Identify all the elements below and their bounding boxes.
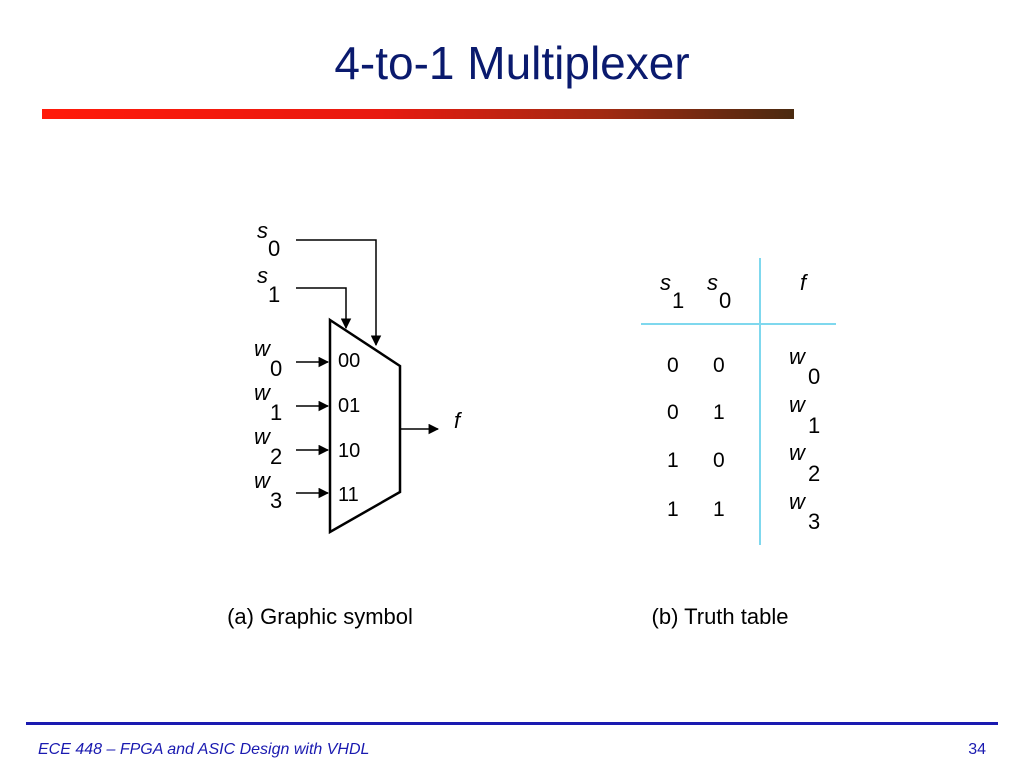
title-underline-bar [42, 109, 794, 119]
truth-table-cell-s1: 0 [667, 354, 679, 377]
select-line-s0 [296, 239, 382, 347]
select-label-s1: s1 [257, 263, 280, 307]
page-number: 34 [968, 741, 986, 758]
input-label-w0: w0 [254, 336, 282, 381]
truth-table-cell-s1: 0 [667, 401, 679, 424]
slide-title: 4-to-1 Multiplexer [334, 37, 690, 89]
input-label-w3: w3 [254, 468, 282, 513]
mux-code-00: 00 [338, 350, 360, 372]
truth-table-cell-s0: 0 [713, 354, 725, 377]
truth-table-cell-s0: 1 [713, 498, 725, 521]
truth-table-cell-f: w1 [789, 392, 820, 438]
truth-table-row: 1 1 w3 [667, 489, 820, 534]
truth-table-header-s0: s0 [707, 270, 731, 313]
truth-table-header-f: f [800, 270, 809, 295]
mux-code-01: 01 [338, 395, 360, 417]
footer-divider [26, 722, 998, 725]
truth-table-cell-f: w3 [789, 489, 820, 534]
mux-code-11: 11 [338, 484, 359, 506]
truth-table-cell-s1: 1 [667, 498, 679, 521]
truth-table-cell-s0: 0 [713, 449, 725, 472]
truth-table-row: 0 1 w1 [667, 392, 820, 438]
mux-code-10: 10 [338, 440, 360, 462]
truth-table-row: 0 0 w0 [667, 344, 820, 389]
footer-course-title: ECE 448 – FPGA and ASIC Design with VHDL [38, 741, 370, 758]
output-label-f: f [454, 408, 463, 433]
select-label-s0: s0 [257, 218, 280, 261]
truth-table-cell-s1: 1 [667, 449, 679, 472]
truth-table-cell-f: w2 [789, 440, 820, 486]
truth-table-row: 1 0 w2 [667, 440, 820, 486]
truth-table-cell-f: w0 [789, 344, 820, 389]
select-line-s1 [296, 287, 352, 330]
caption-graphic-symbol: (a) Graphic symbol [227, 604, 413, 629]
truth-table-cell-s0: 1 [713, 401, 725, 424]
mux-body [328, 317, 402, 535]
truth-table-header-s1: s1 [660, 270, 684, 313]
input-label-w1: w1 [254, 380, 282, 425]
caption-truth-table: (b) Truth table [652, 604, 789, 629]
input-label-w2: w2 [254, 424, 282, 469]
